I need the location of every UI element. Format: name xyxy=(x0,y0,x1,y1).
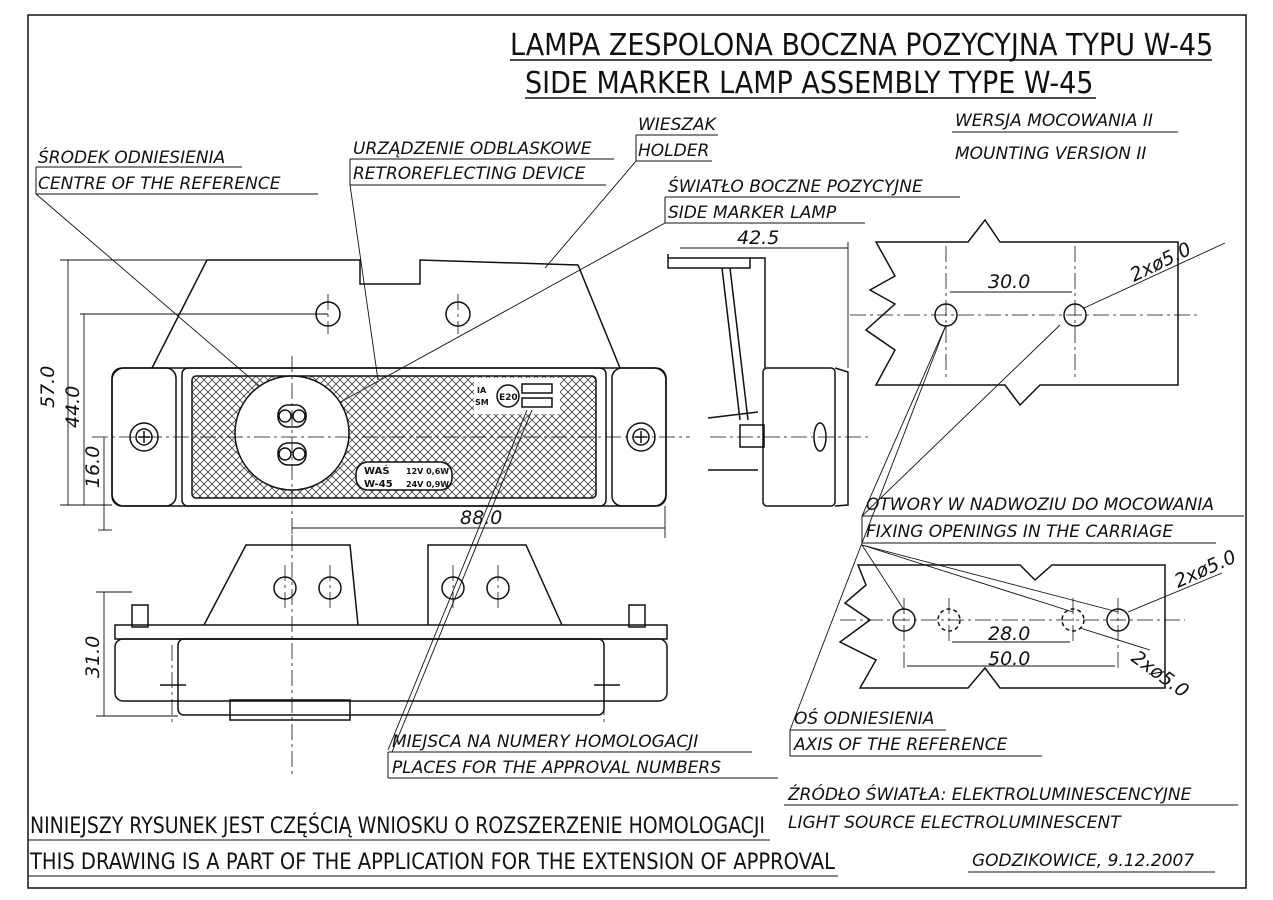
label-reference-centre-pl: ŚRODEK ODNIESIENIA xyxy=(38,146,225,168)
marking-volt1: 12V 0,6W xyxy=(406,467,449,476)
marking-approval-mark: E20 xyxy=(499,393,518,403)
dim-bottom-height: 31.0 xyxy=(82,636,104,678)
label-holder-en: HOLDER xyxy=(638,141,709,161)
bottom-view xyxy=(114,544,668,721)
marking-model: W-45 xyxy=(364,479,393,490)
title-en: SIDE MARKER LAMP ASSEMBLY TYPE W-45 xyxy=(525,66,1093,101)
dim-height-mid: 44.0 xyxy=(62,386,84,428)
dim-hole-pitch-inner: 28.0 xyxy=(988,623,1030,645)
drawing-frame xyxy=(27,14,1247,889)
label-reference-centre-en: CENTRE OF THE REFERENCE xyxy=(38,174,281,194)
label-fixing-pl: OTWORY W NADWOZIU DO MOCOWANIA xyxy=(866,495,1214,515)
marking-sm: SM xyxy=(475,398,489,407)
dim-height-total: 57.0 xyxy=(37,366,59,408)
label-axis-en: AXIS OF THE REFERENCE xyxy=(793,735,1008,755)
version-pl: WERSJA MOCOWANIA II xyxy=(955,111,1153,131)
mount-plate-top xyxy=(864,218,1179,407)
dim-hole-pitch-top: 30.0 xyxy=(988,271,1030,293)
label-retro-en: RETROREFLECTING DEVICE xyxy=(353,164,586,184)
side-view xyxy=(667,254,849,507)
footer-note-en: THIS DRAWING IS A PART OF THE APPLICATIO… xyxy=(29,850,836,875)
label-approval-en: PLACES FOR THE APPROVAL NUMBERS xyxy=(392,758,721,778)
marking-brand: WAŚ xyxy=(364,464,390,477)
label-holder-pl: WIESZAK xyxy=(638,115,718,135)
label-fixing-en: FIXING OPENINGS IN THE CARRIAGE xyxy=(866,522,1173,542)
label-side-lamp-en: SIDE MARKER LAMP xyxy=(668,203,837,223)
title-pl: LAMPA ZESPOLONA BOCZNA POZYCYJNA TYPU W-… xyxy=(510,28,1213,63)
dim-hole-dia-right2: 2xø5.0 xyxy=(1127,646,1193,702)
marking-ia: IA xyxy=(477,386,487,395)
dim-height-low: 16.0 xyxy=(82,446,104,488)
footer-note-pl: NINIEJSZY RYSUNEK JEST CZĘŚCIĄ WNIOSKU O… xyxy=(30,813,765,839)
label-axis-pl: OŚ ODNIESIENIA xyxy=(794,707,934,729)
label-retro-pl: URZĄDZENIE ODBLASKOWE xyxy=(353,139,592,159)
label-approval-pl: MIEJSCA NA NUMERY HOMOLOGACJI xyxy=(392,732,698,752)
version-en: MOUNTING VERSION II xyxy=(955,144,1146,164)
footer-place-date: GODZIKOWICE, 9.12.2007 xyxy=(972,851,1194,871)
label-light-source-pl: ŹRÓDŁO ŚWIATŁA: ELEKTROLUMINESCENCYJNE xyxy=(787,783,1192,805)
dim-hole-pitch-outer: 50.0 xyxy=(988,648,1030,670)
dim-hole-dia-top: 2xø5.0 xyxy=(1127,238,1195,286)
dim-hole-dia-right: 2xø5.0 xyxy=(1171,546,1240,593)
dim-length: 88.0 xyxy=(460,507,502,529)
label-side-lamp-pl: ŚWIATŁO BOCZNE POZYCYJNE xyxy=(668,175,923,197)
marking-volt2: 24V 0,9W xyxy=(406,480,449,489)
dim-depth: 42.5 xyxy=(737,227,779,249)
label-light-source-en: LIGHT SOURCE ELECTROLUMINESCENT xyxy=(788,813,1122,833)
